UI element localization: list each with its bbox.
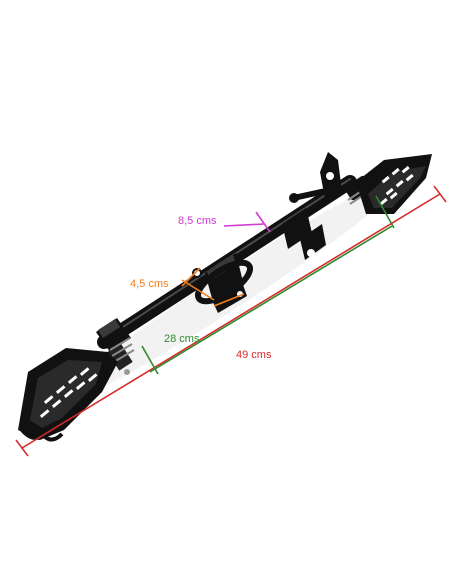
dimension-overall: 49 cms: [15, 185, 447, 457]
dimension-mount-width: 8,5 cms: [178, 211, 271, 233]
right-footpeg: [356, 154, 432, 214]
mount-width-dimension-label: 8,5 cms: [178, 215, 217, 227]
bar-dimension-label: 28 cms: [164, 333, 200, 345]
overall-dimension-label: 49 cms: [236, 349, 272, 361]
left-footpeg: [18, 348, 118, 442]
top-bracket: [289, 152, 342, 204]
rear-clamp: [282, 208, 326, 260]
footpeg-bar: [96, 152, 375, 375]
dimension-bar: 28 cms: [141, 195, 395, 375]
bracket-dimension-label: 4,5 cms: [130, 278, 169, 290]
left-bracket: [96, 318, 135, 375]
dimension-bracket: 4,5 cms: [130, 267, 245, 307]
mount-ring: [195, 259, 253, 305]
